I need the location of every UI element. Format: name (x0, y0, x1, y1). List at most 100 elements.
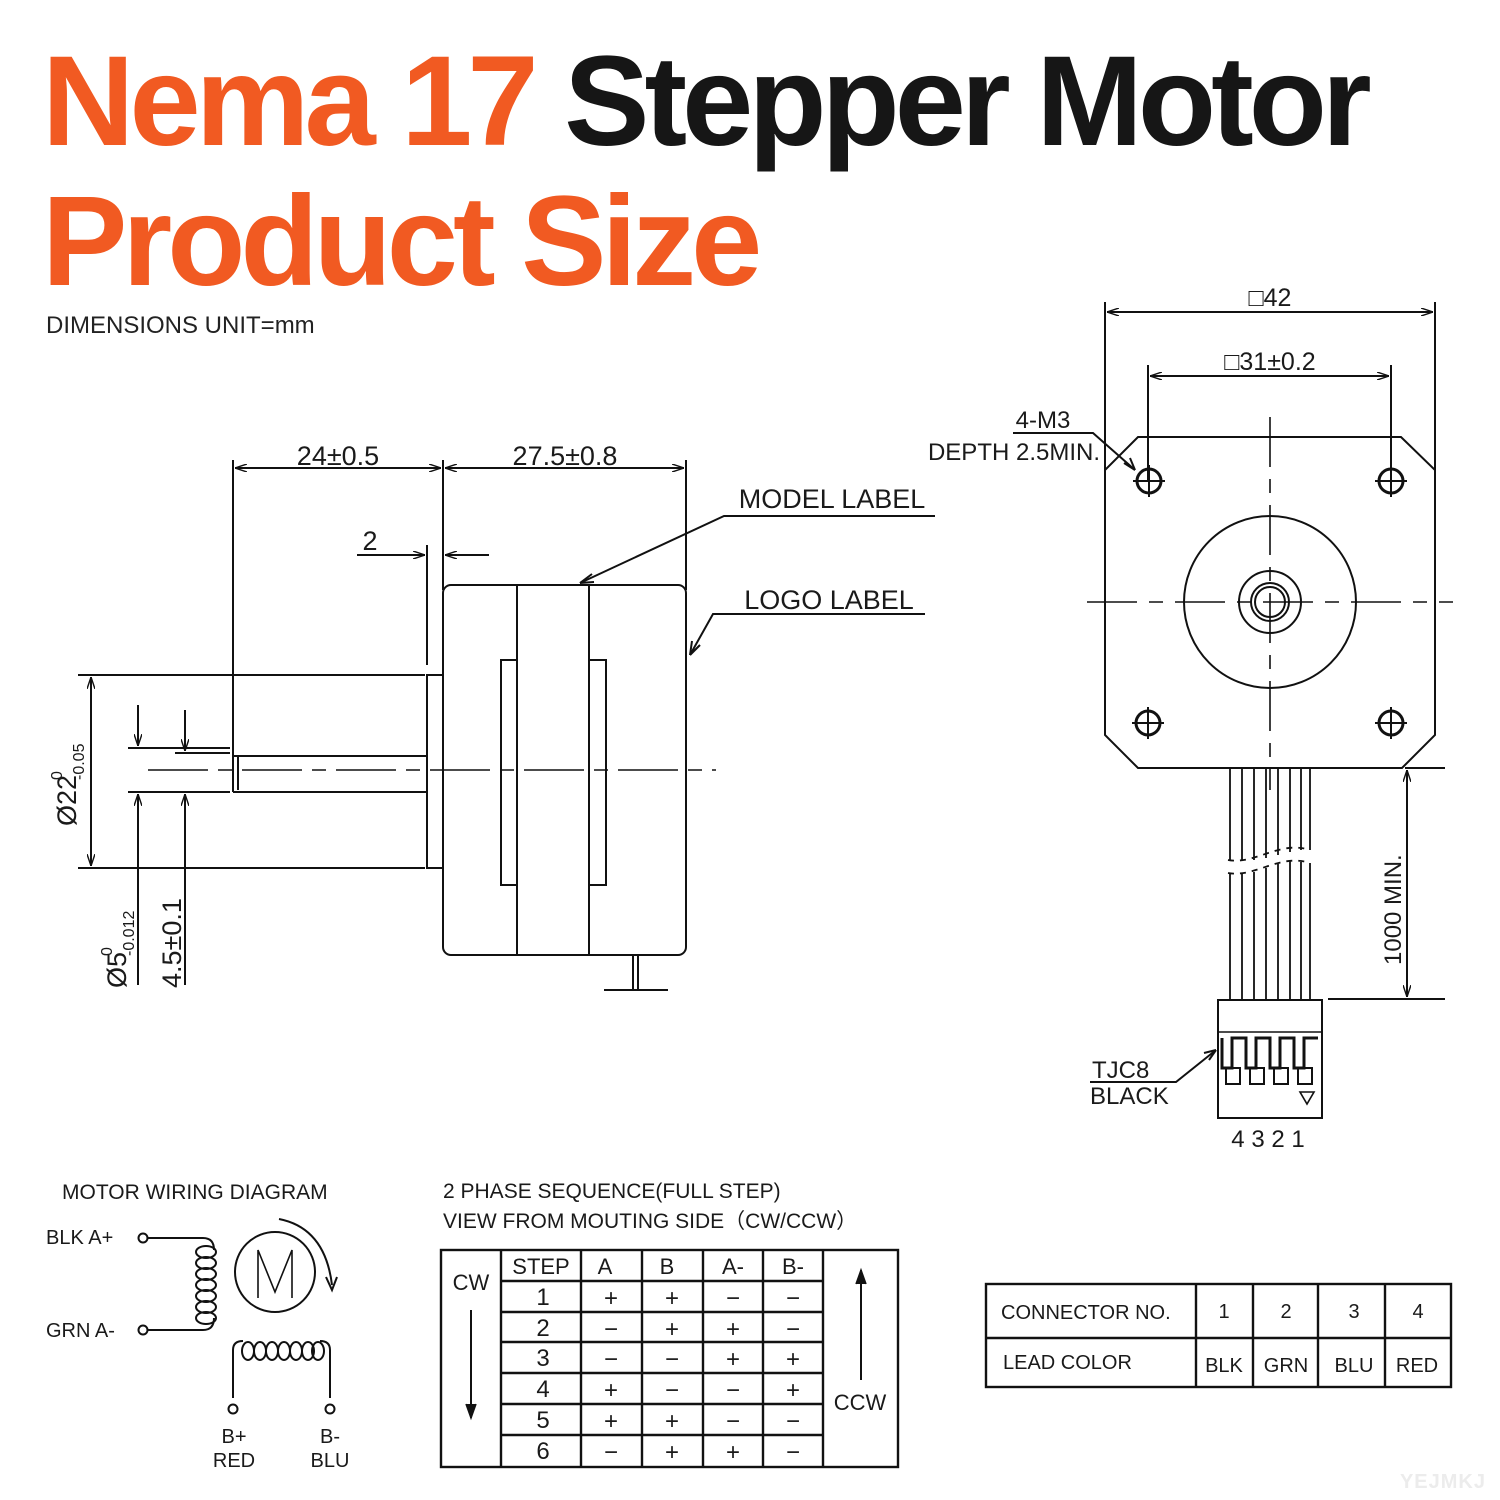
units-note: DIMENSIONS UNIT=mm (46, 312, 315, 339)
page-title-line-1: Nema 17 Stepper Motor (42, 38, 1372, 166)
svg-text:+: + (604, 1408, 618, 1435)
dim-flat: 4.5±0.1 (157, 898, 187, 988)
header-a-minus: A- (722, 1254, 744, 1279)
phase-title-line2: VIEW FROM MOUTING SIDE（CW/CCW） (443, 1210, 857, 1233)
svg-text:−: − (786, 1285, 800, 1312)
dim-lead-length: 1000 MIN. (1380, 854, 1407, 965)
side-view (78, 460, 935, 991)
svg-text:5: 5 (536, 1407, 549, 1434)
header-step: STEP (512, 1254, 569, 1279)
front-view-labels: □42 □31±0.2 4-M3 DEPTH 2.5MIN. 1000 MIN.… (928, 284, 1407, 1153)
lead-color-row-label: LEAD COLOR (1003, 1352, 1132, 1374)
mounting-hole (1375, 465, 1407, 497)
table-row: 4 + − − + (536, 1376, 800, 1404)
connector-row-label: CONNECTOR NO. (1001, 1302, 1171, 1324)
table-row: 5 + + − − (536, 1407, 800, 1435)
svg-text:+: + (665, 1408, 679, 1435)
motor-symbol-icon (234, 1231, 316, 1313)
connector-no-1: 1 (1218, 1301, 1229, 1323)
table-row: 3 − − + + (536, 1345, 800, 1373)
callout-logo-label: LOGO LABEL (744, 585, 914, 615)
title-stepper-motor: Stepper Motor (564, 30, 1372, 173)
cw-label: CW (453, 1270, 490, 1295)
svg-text:+: + (665, 1439, 679, 1466)
callout-holes-line1: 4-M3 (1016, 407, 1071, 434)
wire-label-a-plus: BLK A+ (46, 1227, 113, 1249)
header-a: A (598, 1254, 613, 1279)
svg-text:+: + (786, 1346, 800, 1373)
svg-text:+: + (726, 1346, 740, 1373)
phase-title-line1: 2 PHASE SEQUENCE(FULL STEP) (443, 1180, 781, 1203)
mounting-hole (1133, 465, 1165, 497)
svg-text:−: − (726, 1285, 740, 1312)
callout-holes-line2: DEPTH 2.5MIN. (928, 439, 1100, 466)
svg-text:−: − (665, 1346, 679, 1373)
svg-text:0: 0 (99, 947, 116, 956)
connector-table: CONNECTOR NO. LEAD COLOR 1 2 3 4 BLK GRN… (984, 1282, 1453, 1389)
table-row: 1 + + − − (536, 1284, 800, 1312)
side-view-labels: 24±0.5 27.5±0.8 2 MODEL LABEL LOGO LABEL… (49, 441, 925, 988)
motor-symbol-text: M (275, 1289, 276, 1291)
svg-text:+: + (726, 1439, 740, 1466)
svg-text:0: 0 (49, 771, 66, 780)
dim-boss-diameter: Ø22 0 -0.05 (49, 743, 88, 826)
svg-text:+: + (604, 1377, 618, 1404)
svg-text:+: + (786, 1377, 800, 1404)
svg-text:-0.05: -0.05 (71, 743, 88, 780)
wire-label-b-minus: B- (320, 1426, 340, 1448)
lead-color-3: BLU (1335, 1355, 1374, 1377)
svg-text:−: − (604, 1316, 618, 1343)
watermark: YEJMKJ (1399, 1471, 1486, 1493)
coil-a-icon (195, 1245, 217, 1325)
svg-text:−: − (604, 1439, 618, 1466)
mounting-hole (1375, 707, 1407, 739)
phase-table-header: STEP A B A- B- (512, 1254, 804, 1279)
motor-wiring-diagram: MOTOR WIRING DIAGRAM BLK A+ GRN A- (46, 1181, 349, 1472)
lead-color-2: GRN (1264, 1355, 1308, 1377)
svg-text:−: − (786, 1316, 800, 1343)
svg-text:1: 1 (536, 1284, 549, 1311)
table-row: 2−++− (536, 1315, 800, 1343)
table-row: 6 − + + − (536, 1438, 800, 1466)
svg-text:+: + (604, 1285, 618, 1312)
svg-text:6: 6 (536, 1438, 549, 1465)
wiring-title: MOTOR WIRING DIAGRAM (62, 1181, 328, 1204)
svg-text:−: − (786, 1439, 800, 1466)
svg-text:−: − (726, 1377, 740, 1404)
connector-color: BLACK (1090, 1083, 1169, 1110)
dim-shaft-length: 24±0.5 (297, 441, 379, 471)
connector-no-2: 2 (1280, 1301, 1291, 1323)
svg-text:3: 3 (536, 1345, 549, 1372)
connector-no-3: 3 (1348, 1301, 1359, 1323)
dim-frame: □42 (1249, 284, 1292, 312)
dim-body-length: 27.5±0.8 (513, 441, 618, 471)
dim-boss-height: 2 (362, 526, 377, 556)
svg-text:+: + (665, 1285, 679, 1312)
svg-text:−: − (726, 1408, 740, 1435)
svg-text:Ø5: Ø5 (102, 952, 132, 988)
coil-b-icon (241, 1341, 325, 1361)
wire-label-b-plus: B+ (221, 1426, 246, 1448)
svg-text:-0.012: -0.012 (121, 911, 138, 956)
svg-text:Ø22: Ø22 (52, 775, 82, 826)
lead-color-1: BLK (1205, 1355, 1243, 1377)
dim-shaft-diameter: Ø5 0 -0.012 (99, 911, 138, 988)
svg-text:4: 4 (536, 1376, 549, 1403)
wire-color-b-minus: BLU (311, 1450, 350, 1472)
title-nema17: Nema 17 (42, 30, 539, 173)
connector-pin-numbers: 4 3 2 1 (1231, 1126, 1304, 1153)
wire-color-b-plus: RED (213, 1450, 255, 1472)
connector-no-4: 4 (1412, 1301, 1423, 1323)
svg-text:2: 2 (536, 1315, 549, 1342)
dim-hole-spacing: □31±0.2 (1224, 348, 1315, 376)
svg-text:−: − (665, 1377, 679, 1404)
mounting-hole (1132, 707, 1164, 739)
svg-text:−: − (604, 1346, 618, 1373)
lead-color-4: RED (1396, 1355, 1438, 1377)
phase-sequence: 2 PHASE SEQUENCE(FULL STEP) VIEW FROM MO… (439, 1180, 900, 1469)
svg-text:+: + (726, 1316, 740, 1343)
wire-label-a-minus: GRN A- (46, 1320, 115, 1342)
header-b: B (660, 1254, 675, 1279)
svg-text:−: − (786, 1408, 800, 1435)
